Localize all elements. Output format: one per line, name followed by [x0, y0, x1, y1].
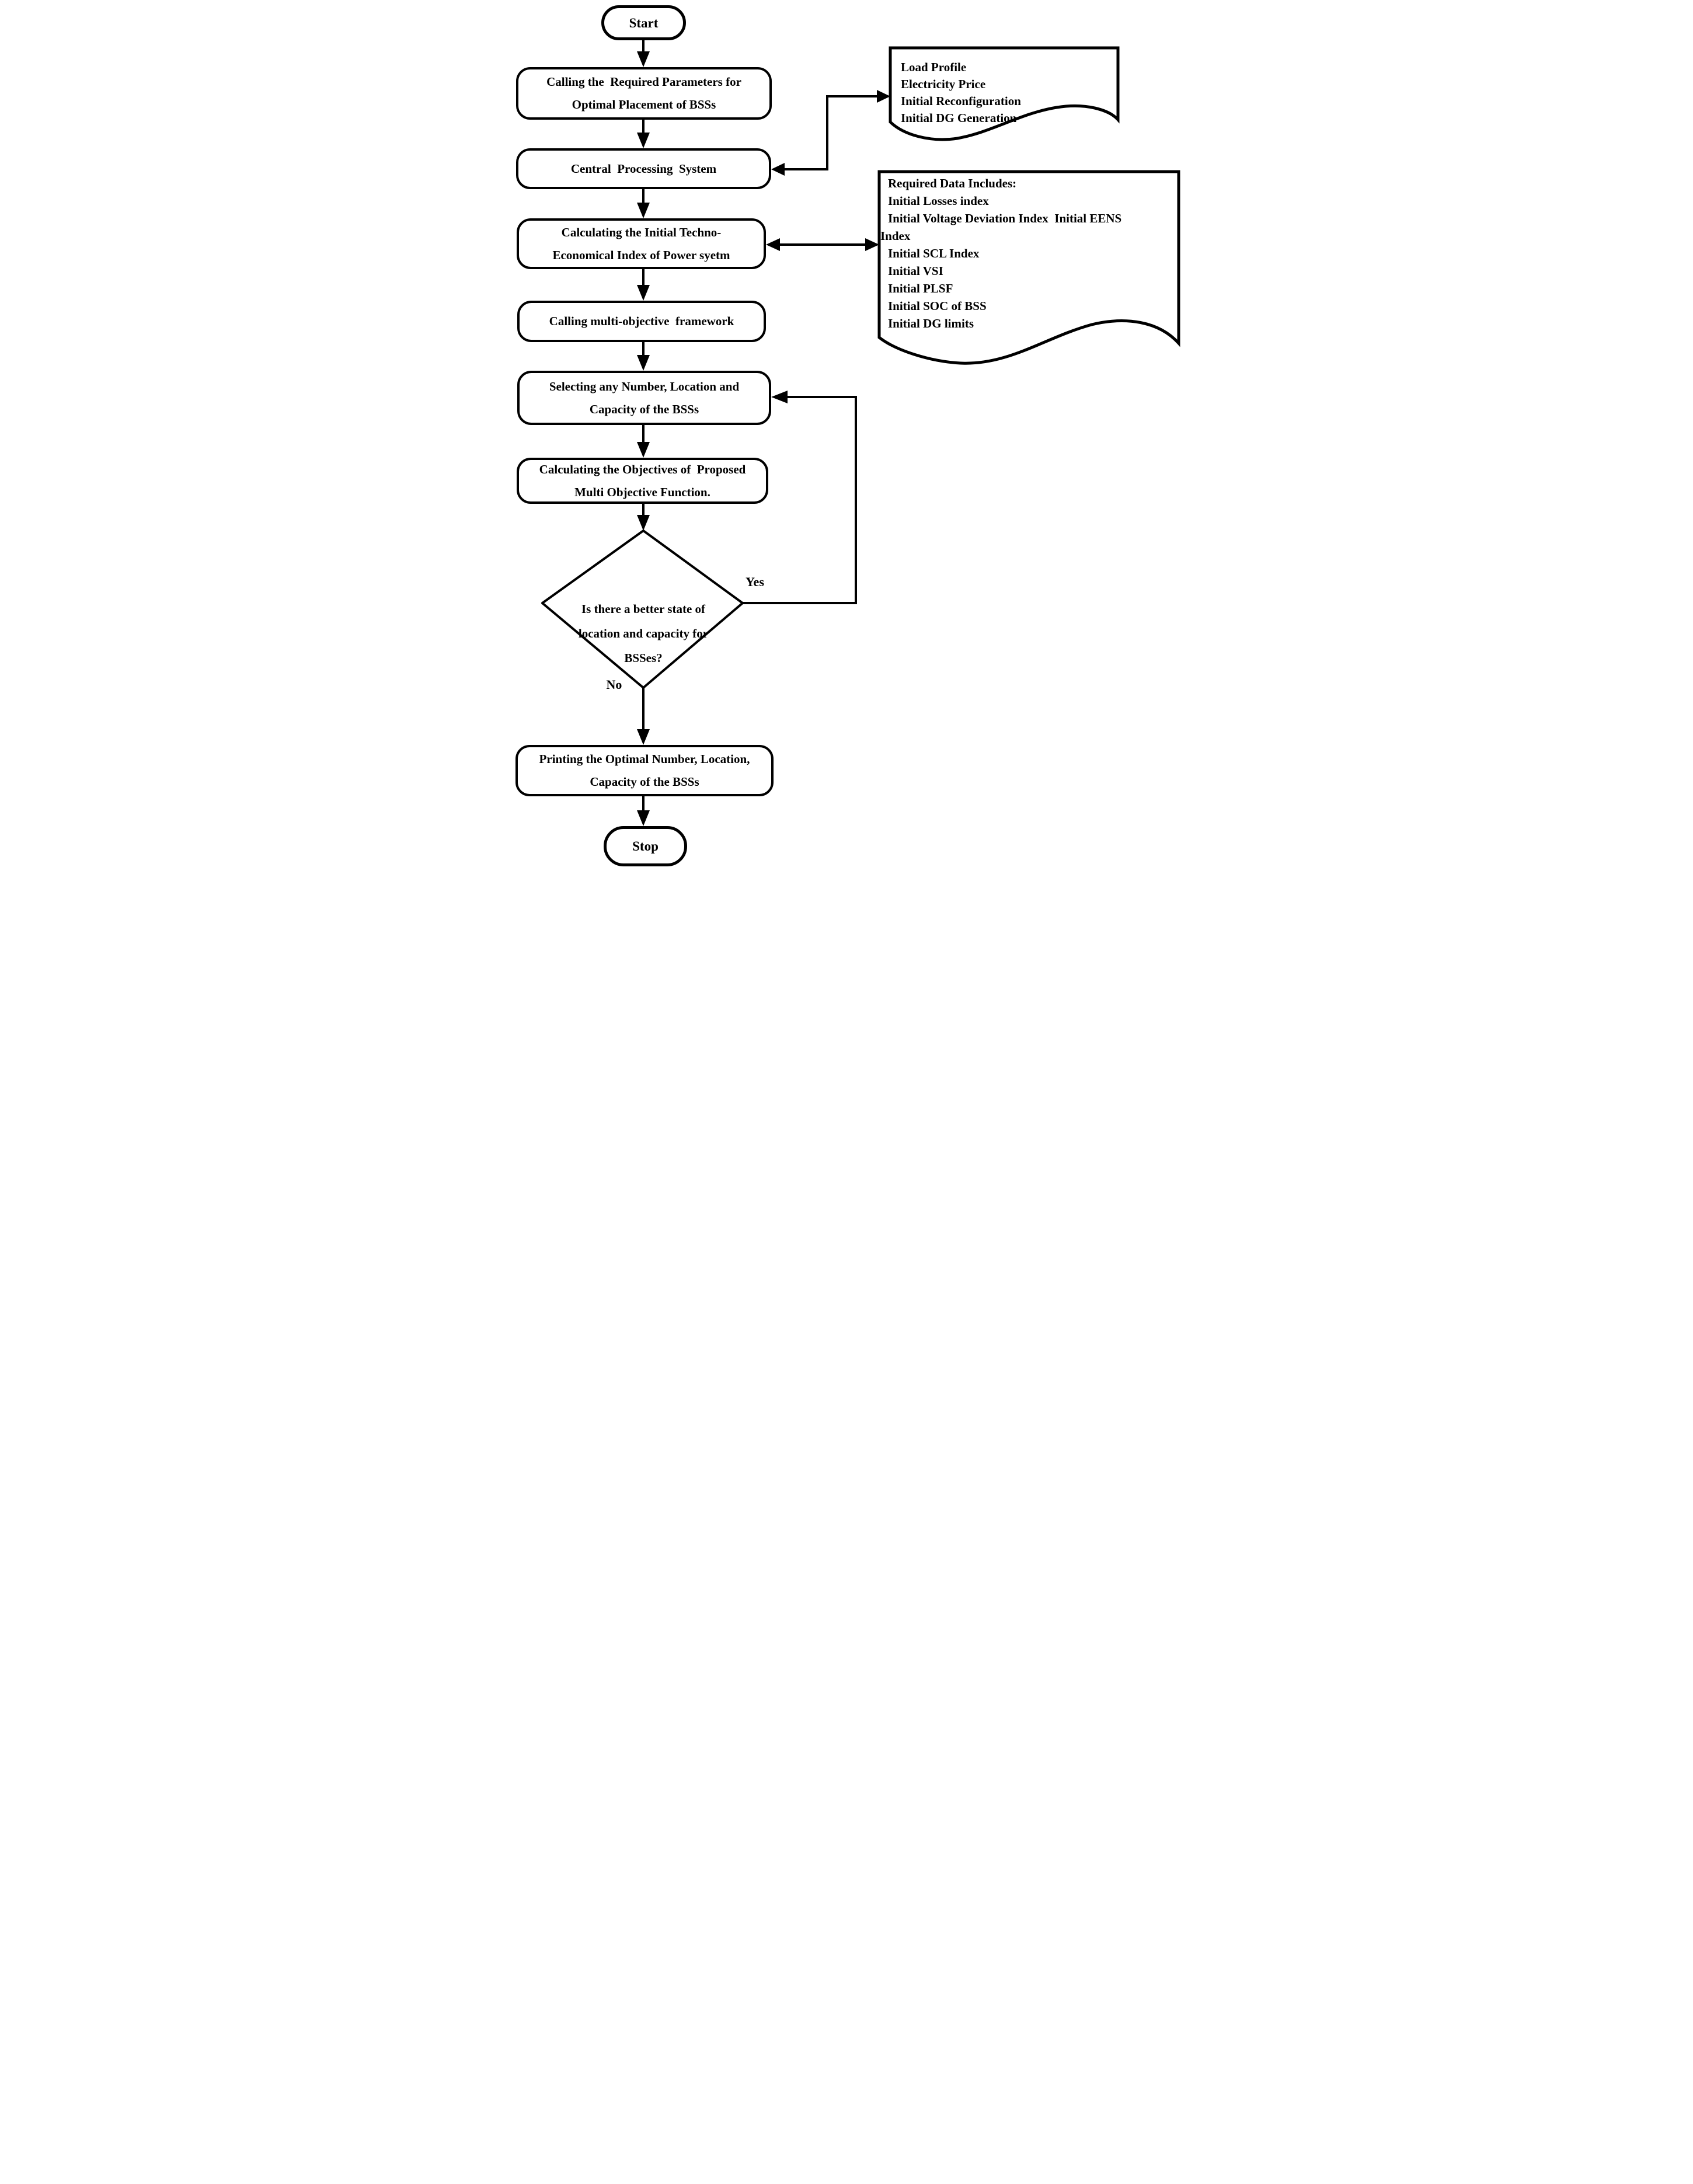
edge-params-cps-arrowhead: [637, 133, 650, 148]
edge-objectives-decision-arrowhead: [637, 515, 650, 531]
node-calculating-objectives: Calculating the Objectives of Proposed M…: [517, 458, 768, 504]
edge-cps-techno-arrowhead: [637, 203, 650, 218]
doc2-line: Index: [880, 229, 911, 243]
connector-techno-arrowhead: [766, 238, 780, 251]
doc2-line: Initial SCL Index: [888, 246, 980, 260]
doc1-text-block: Load Profile Electricity Price Initial R…: [893, 59, 1109, 127]
yes-branch-label: Yes: [746, 574, 764, 589]
flow-arrowheads: [637, 51, 650, 826]
connector-doc1-cps-path: [785, 95, 877, 170]
connector-yes-loop-arrowhead: [771, 391, 788, 403]
node-start: Start: [601, 5, 686, 40]
doc1-line: Load Profile: [901, 60, 967, 74]
edge-framework-selecting-arrowhead: [637, 355, 650, 371]
doc1-shape: [889, 46, 1120, 141]
node-multi-objective-framework: Calling multi-objective framework: [517, 301, 766, 342]
node-techno-economical-index: Calculating the Initial Techno- Economic…: [517, 218, 766, 269]
node-stop: Stop: [604, 826, 687, 866]
edge-decision-printing-arrowhead: [637, 729, 650, 745]
node-selecting-number-location-capacity: Selecting any Number, Location and Capac…: [517, 371, 771, 425]
connector-cps-arrowhead: [771, 163, 785, 176]
doc2-line: Initial Losses index: [888, 194, 989, 208]
doc2-line: Initial PLSF: [888, 281, 953, 295]
doc2-line: Initial VSI: [888, 264, 943, 278]
doc2-text-block: Required Data Includes: Initial Losses i…: [880, 175, 1177, 332]
edge-printing-stop-arrowhead: [637, 810, 650, 826]
doc2-line: Required Data Includes:: [888, 176, 1017, 190]
node-central-processing-system: Central Processing System: [516, 148, 771, 189]
edge-techno-framework-arrowhead: [637, 285, 650, 301]
connector-doc2-arrowhead: [865, 238, 879, 251]
decision-diamond-label: Is there a better state of location and …: [578, 602, 709, 665]
edge-selecting-objectives-arrowhead: [637, 442, 650, 458]
node-calling-required-parameters: Calling the Required Parameters for Opti…: [516, 67, 772, 120]
edge-start-params-arrowhead: [637, 51, 650, 67]
doc1-line: Electricity Price: [901, 77, 986, 91]
doc2-shape: [877, 170, 1180, 365]
no-branch-label: No: [606, 677, 622, 692]
doc2-line: Initial DG limits: [888, 316, 974, 330]
doc1-line: Initial DG Generation: [901, 111, 1017, 125]
node-printing-optimal-result: Printing the Optimal Number, Location, C…: [515, 745, 774, 796]
doc1-line: Initial Reconfiguration: [901, 94, 1021, 108]
flowchart-canvas: Start Calling the Required Parameters fo…: [508, 0, 1185, 874]
connector-yes-loop-path: [743, 396, 857, 604]
doc2-line: Initial Voltage Deviation Index Initial …: [888, 211, 1122, 225]
doc2-line: Initial SOC of BSS: [888, 299, 987, 313]
connector-layer: [541, 40, 1180, 826]
decision-diamond-shape: [541, 530, 744, 689]
connector-doc1-arrowhead: [877, 90, 890, 103]
